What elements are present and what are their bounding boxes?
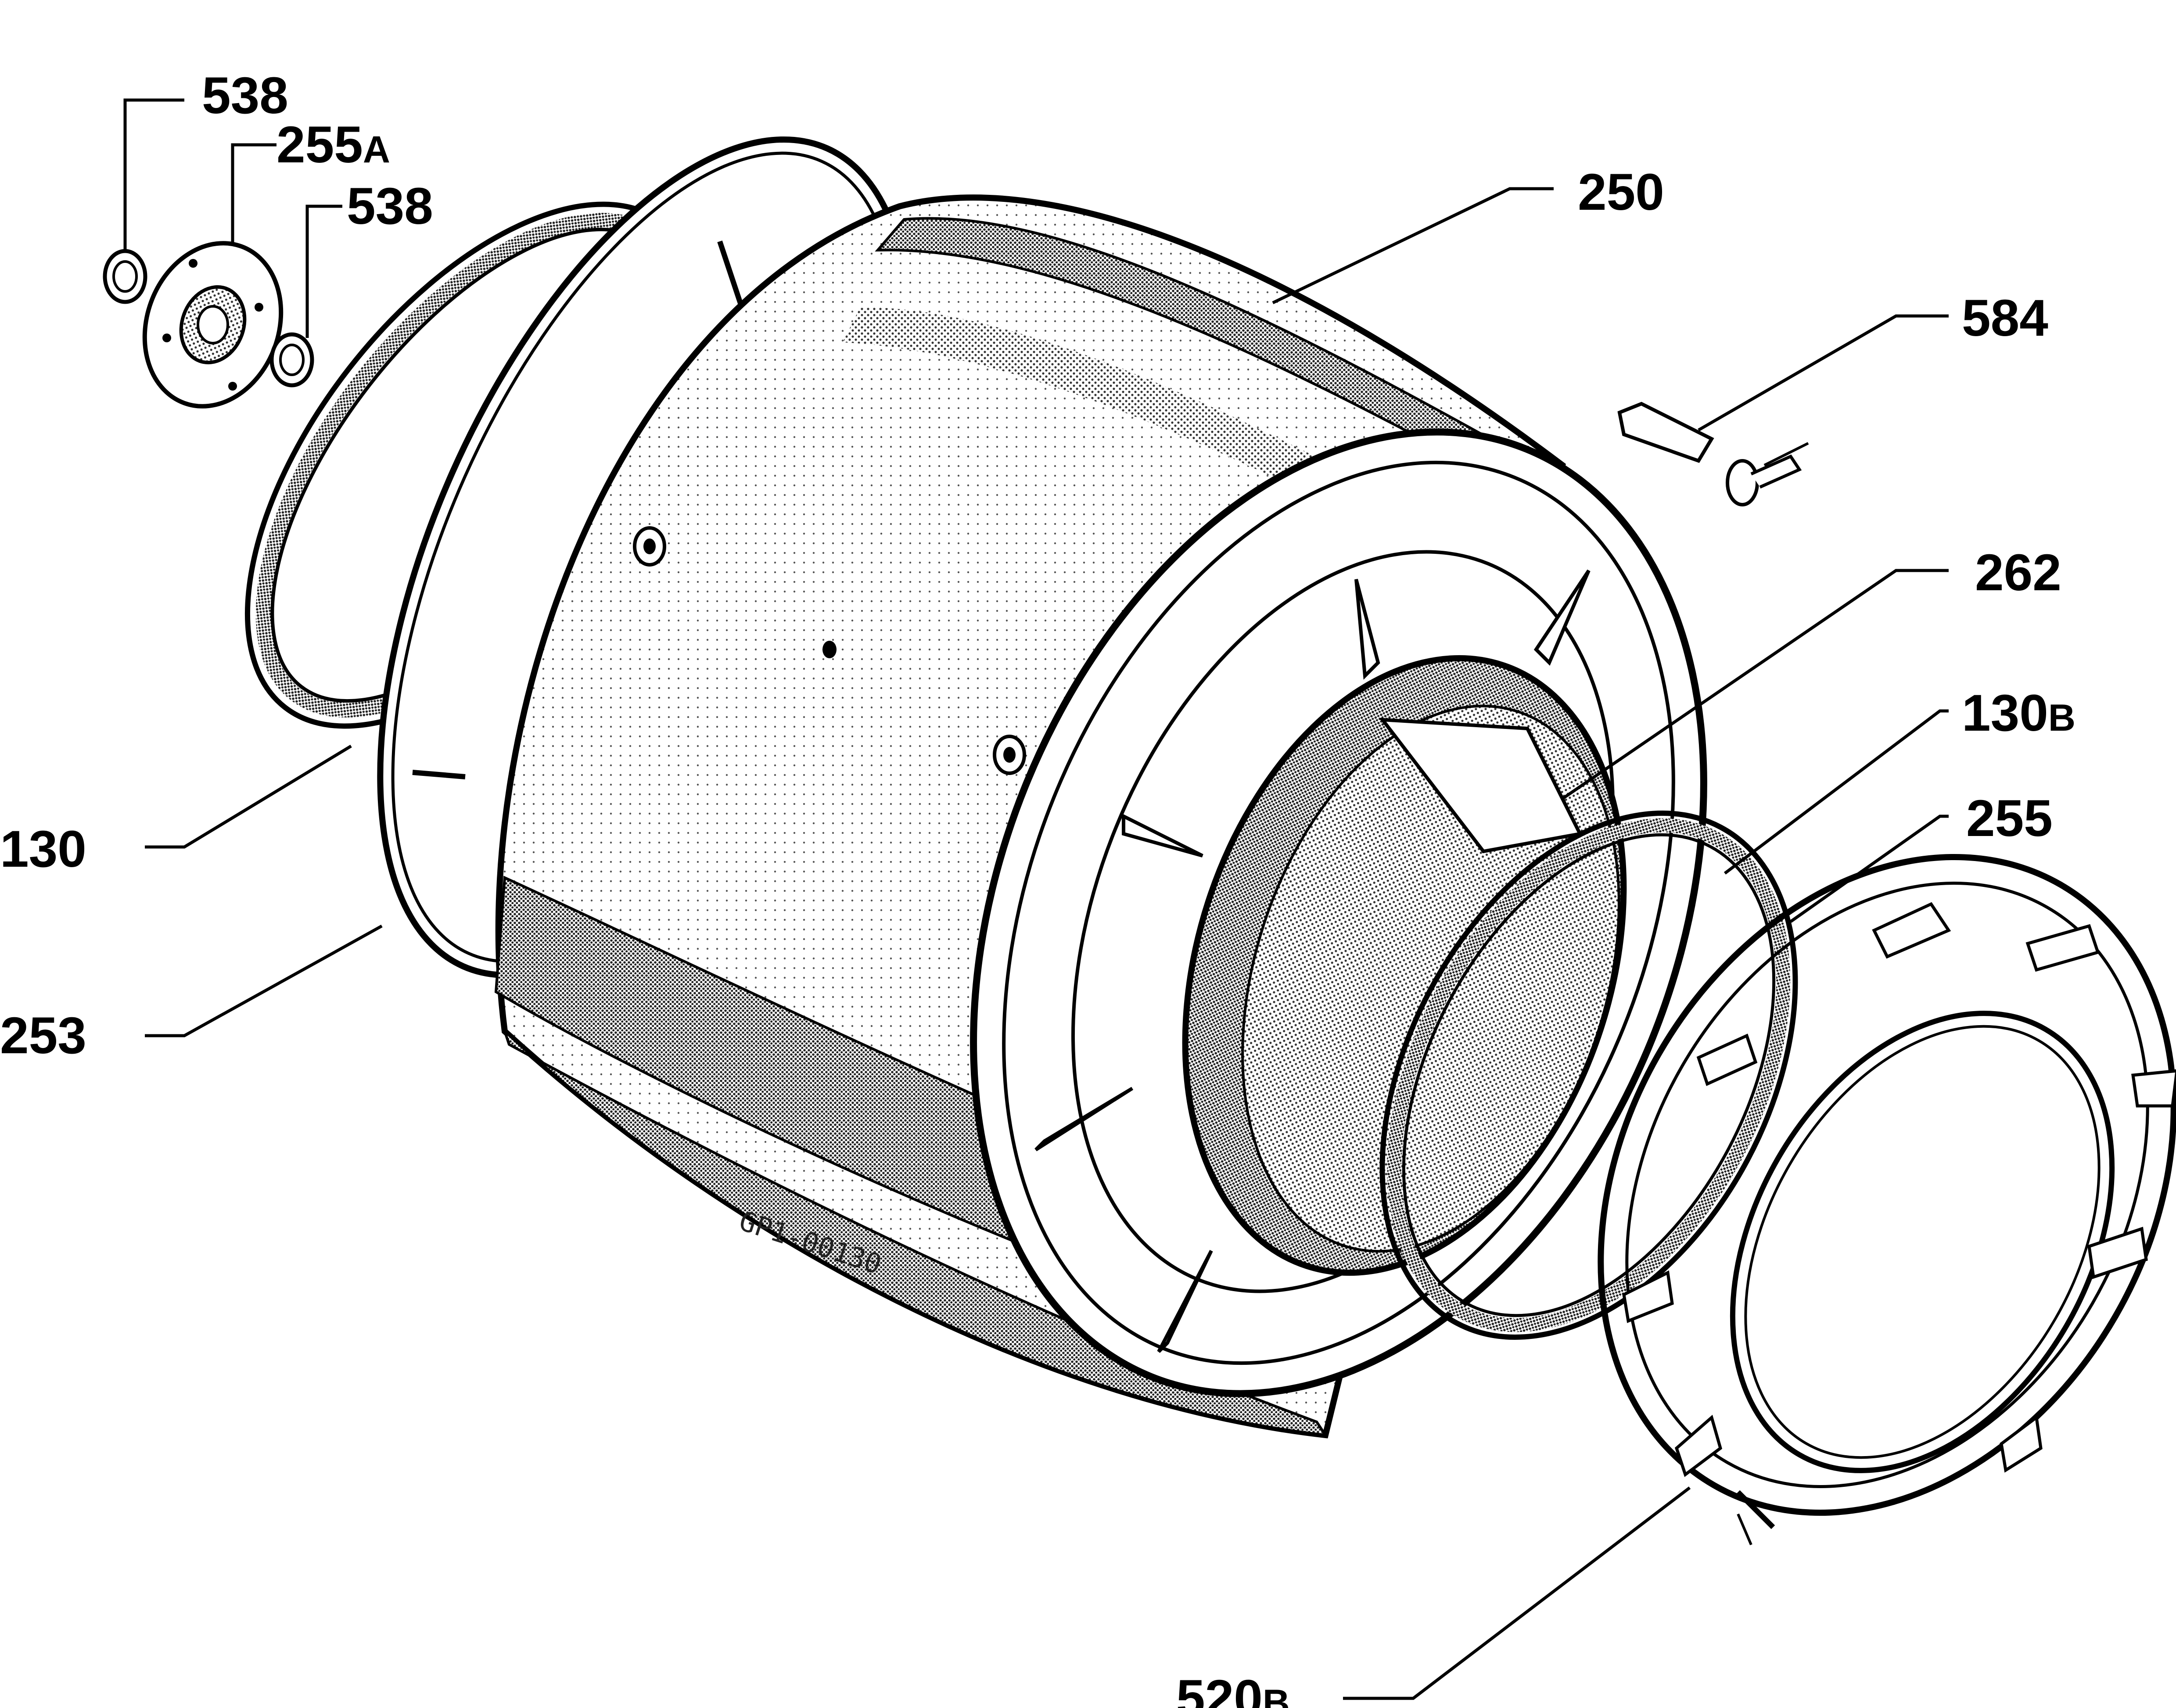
callout-253: 253: [0, 1007, 86, 1065]
callout-130: 130: [0, 820, 86, 878]
callout-leader-lines: [123, 98, 1949, 1700]
callout-538-lower: 538: [347, 177, 433, 235]
callout-labels: 538 255A 538 250 584 262 130B 255 130 25…: [0, 67, 2075, 1708]
callout-130b: 130B: [1962, 684, 2075, 742]
callout-538-top: 538: [202, 67, 288, 125]
callout-255a: 255A: [276, 116, 390, 174]
rear-hub-assembly: [103, 241, 314, 409]
callout-262: 262: [1975, 544, 2061, 602]
callout-520b: 520B: [1176, 1669, 1290, 1708]
callout-584: 584: [1962, 289, 2048, 347]
sensor-connector: [1617, 402, 1809, 506]
front-gasket-ring: [1379, 811, 1798, 1340]
callout-255: 255: [1966, 789, 2053, 847]
callout-250: 250: [1578, 163, 1664, 221]
front-support-cage: [1598, 854, 2176, 1546]
drum-front-face: [970, 428, 1707, 1397]
